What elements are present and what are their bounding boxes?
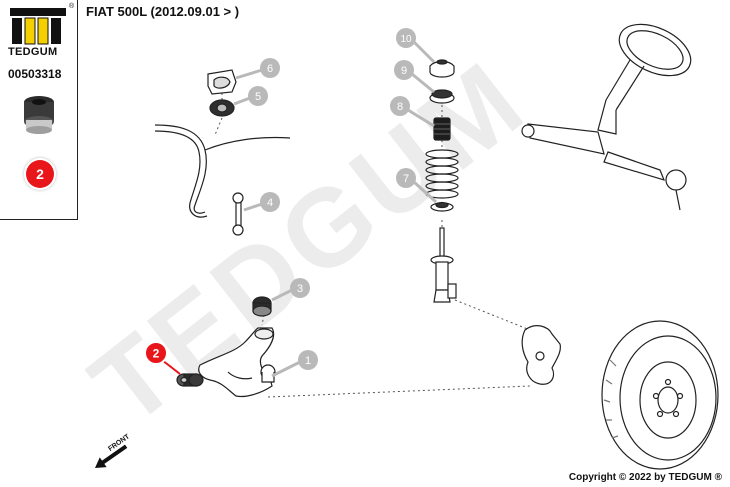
callouts: 1 3 4 5 6 7 8 bbox=[144, 28, 438, 378]
callout-10[interactable]: 10 bbox=[396, 28, 436, 64]
callout-3-label: 3 bbox=[297, 283, 303, 295]
steering-knuckle[interactable] bbox=[521, 325, 561, 385]
callout-1-label: 1 bbox=[305, 355, 311, 367]
stabilizer-bar[interactable] bbox=[154, 124, 291, 218]
callout-4-label: 4 bbox=[267, 197, 273, 209]
callout-1[interactable]: 1 bbox=[271, 350, 318, 378]
arm-rear-bushing[interactable] bbox=[252, 296, 272, 317]
bushing-thumbnail[interactable] bbox=[16, 92, 62, 138]
watermark-text: TEDGUM bbox=[69, 36, 549, 449]
copyright-notice: Copyright © 2022 by TEDGUM ® bbox=[568, 472, 722, 483]
watermark: TEDGUM bbox=[69, 36, 549, 449]
selected-position-label: 2 bbox=[36, 166, 44, 182]
arm-front-bushing[interactable] bbox=[176, 373, 204, 387]
callout-5[interactable]: 5 bbox=[233, 86, 268, 106]
callout-10-label: 10 bbox=[400, 34, 412, 45]
callout-9-label: 9 bbox=[401, 65, 407, 77]
stabilizer-bracket[interactable] bbox=[207, 69, 237, 95]
callout-6-label: 6 bbox=[267, 63, 273, 75]
coil-spring[interactable] bbox=[425, 149, 459, 199]
steering-column[interactable] bbox=[521, 14, 699, 211]
shock-absorber[interactable] bbox=[430, 227, 457, 303]
registered-mark: ® bbox=[69, 3, 75, 10]
callout-8[interactable]: 8 bbox=[390, 96, 435, 128]
wheel-tire[interactable] bbox=[601, 320, 719, 470]
strut-top-mount[interactable] bbox=[429, 59, 455, 78]
callout-7[interactable]: 7 bbox=[396, 168, 438, 204]
callout-6[interactable]: 6 bbox=[235, 58, 280, 80]
callout-7-label: 7 bbox=[403, 173, 409, 185]
tedgum-logo bbox=[8, 6, 68, 46]
dust-boot[interactable] bbox=[433, 117, 451, 141]
spring-seat[interactable] bbox=[430, 201, 454, 212]
callout-2-label: 2 bbox=[153, 347, 160, 361]
brand-name: TEDGUM bbox=[8, 46, 58, 58]
control-arm[interactable] bbox=[198, 327, 276, 398]
vehicle-title: FIAT 500L (2012.09.01 > ) bbox=[86, 4, 240, 19]
callout-5-label: 5 bbox=[255, 91, 261, 103]
strut-bearing[interactable] bbox=[429, 89, 455, 104]
front-arrow: FRONT bbox=[95, 433, 132, 468]
stabilizer-bushing[interactable] bbox=[209, 99, 235, 117]
callout-3[interactable]: 3 bbox=[271, 278, 310, 302]
part-info-panel: ® TEDGUM 00503318 2 bbox=[0, 0, 78, 220]
part-number: 00503318 bbox=[8, 67, 62, 81]
callout-8-label: 8 bbox=[397, 101, 403, 113]
callout-4[interactable]: 4 bbox=[243, 192, 280, 212]
callout-9[interactable]: 9 bbox=[394, 60, 435, 94]
selected-position-badge[interactable]: 2 bbox=[26, 160, 54, 188]
stabilizer-link[interactable] bbox=[232, 192, 244, 236]
callout-2-highlight[interactable]: 2 bbox=[144, 341, 181, 375]
